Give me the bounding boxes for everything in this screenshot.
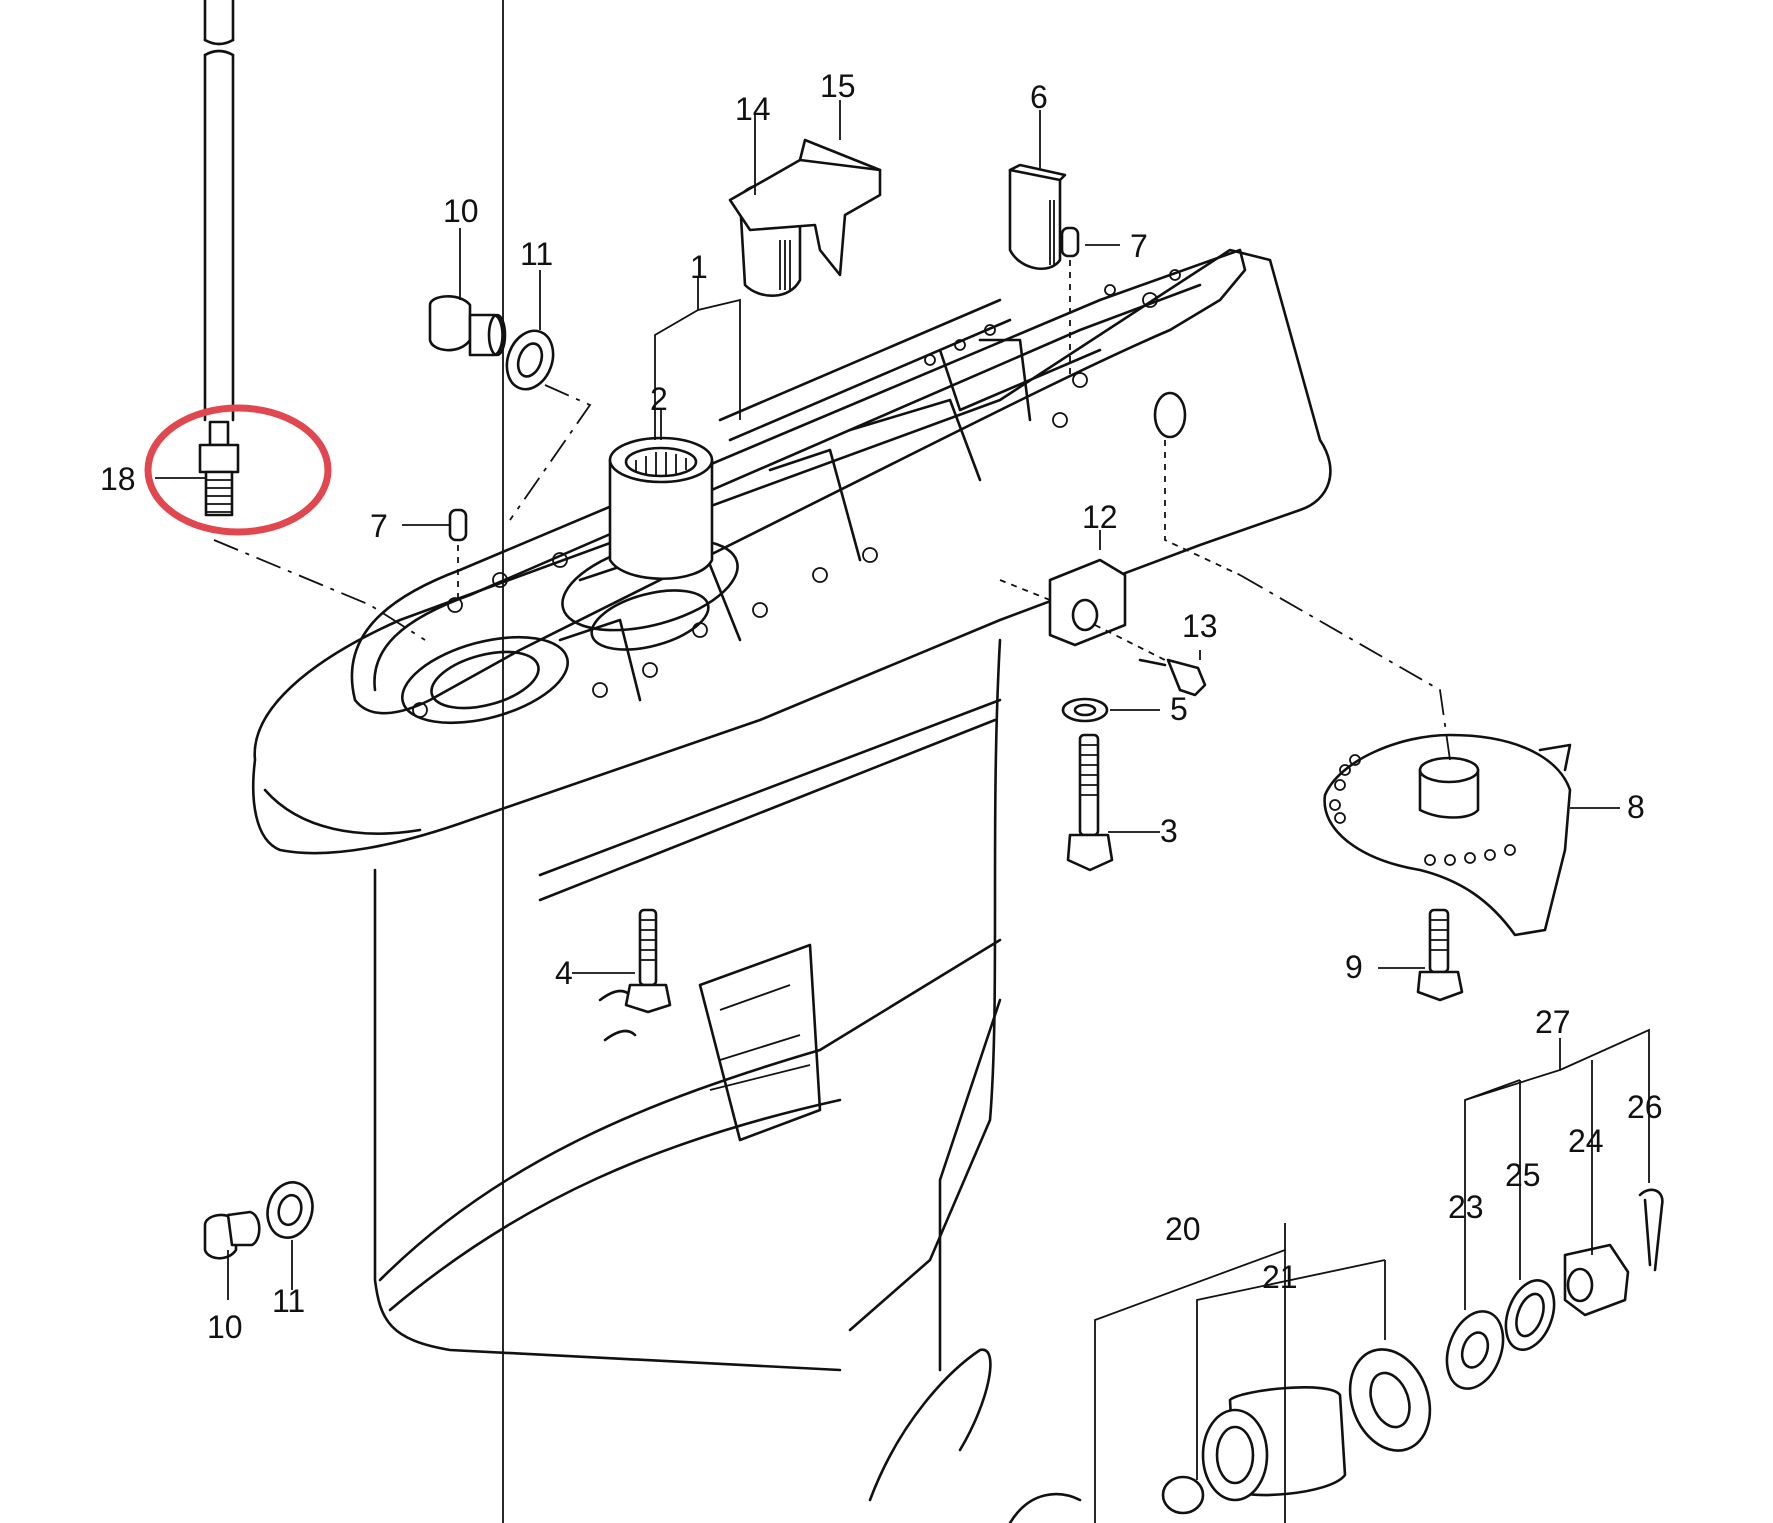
callout-8: 8 — [1627, 789, 1645, 825]
part-26-cotter-pin[interactable] — [1638, 1188, 1664, 1272]
part-8-trim-tab[interactable] — [1239, 574, 1572, 937]
part-21-bushing[interactable] — [1161, 1386, 1347, 1515]
part-12-block[interactable] — [999, 558, 1127, 647]
callout-2: 2 — [650, 381, 668, 417]
callout-20: 20 — [1165, 1211, 1201, 1247]
callout-24: 24 — [1568, 1123, 1604, 1159]
callout-23: 23 — [1448, 1189, 1484, 1225]
part-4-bolt[interactable] — [624, 908, 672, 1014]
part-25-washer[interactable] — [1497, 1274, 1563, 1357]
callout-27: 27 — [1535, 1004, 1571, 1040]
part-2-bearing[interactable] — [608, 436, 714, 581]
callout-10a: 10 — [443, 193, 479, 229]
callout-14: 14 — [735, 91, 771, 127]
propeller-partial — [868, 1348, 1082, 1523]
part-23-washer[interactable] — [1437, 1304, 1513, 1397]
part-20-spacer[interactable] — [1337, 1338, 1444, 1462]
part-18-shaft-fitting[interactable] — [198, 0, 426, 641]
callout-7b: 7 — [370, 508, 388, 544]
part-10-plug-upper[interactable] — [428, 295, 507, 357]
callout-5: 5 — [1170, 691, 1188, 727]
callout-25: 25 — [1505, 1157, 1541, 1193]
gearcase-housing[interactable] — [252, 248, 1332, 1372]
callout-labels: 1 2 3 4 5 6 7 7 8 9 10 10 11 11 12 13 14… — [100, 68, 1663, 1345]
highlight-circle — [144, 404, 332, 536]
part-9-bolt[interactable] — [1416, 908, 1464, 1002]
part-11-washer-upper[interactable] — [499, 324, 592, 521]
callout-1: 1 — [690, 249, 708, 285]
callout-11a: 11 — [520, 236, 553, 272]
callout-9: 9 — [1345, 949, 1363, 985]
part-24-nut[interactable] — [1563, 1243, 1630, 1317]
callout-6: 6 — [1030, 79, 1048, 115]
part-13-bolt[interactable] — [1094, 624, 1207, 697]
callout-18: 18 — [100, 461, 136, 497]
part-5-washer[interactable] — [1061, 697, 1109, 723]
callout-12: 12 — [1082, 499, 1118, 535]
part-7-pin-lower[interactable] — [448, 508, 468, 600]
callout-15: 15 — [820, 68, 856, 104]
part-15-bracket[interactable] — [728, 138, 882, 277]
callout-26: 26 — [1627, 1089, 1663, 1125]
part-10-plug-lower[interactable] — [203, 1210, 261, 1260]
leader-lines — [155, 100, 1650, 1523]
callout-3: 3 — [1160, 813, 1178, 849]
callout-21: 21 — [1262, 1259, 1298, 1295]
part-7-pin-upper[interactable] — [1060, 226, 1080, 380]
callout-10b: 10 — [207, 1309, 243, 1345]
part-3-bolt[interactable] — [1066, 733, 1114, 872]
callout-7a: 7 — [1130, 228, 1148, 264]
callout-13: 13 — [1182, 608, 1218, 644]
part-11-washer-lower[interactable] — [262, 1177, 319, 1242]
callout-11b: 11 — [272, 1283, 305, 1319]
part-6-anode[interactable] — [1008, 163, 1067, 270]
callout-4: 4 — [555, 955, 573, 991]
